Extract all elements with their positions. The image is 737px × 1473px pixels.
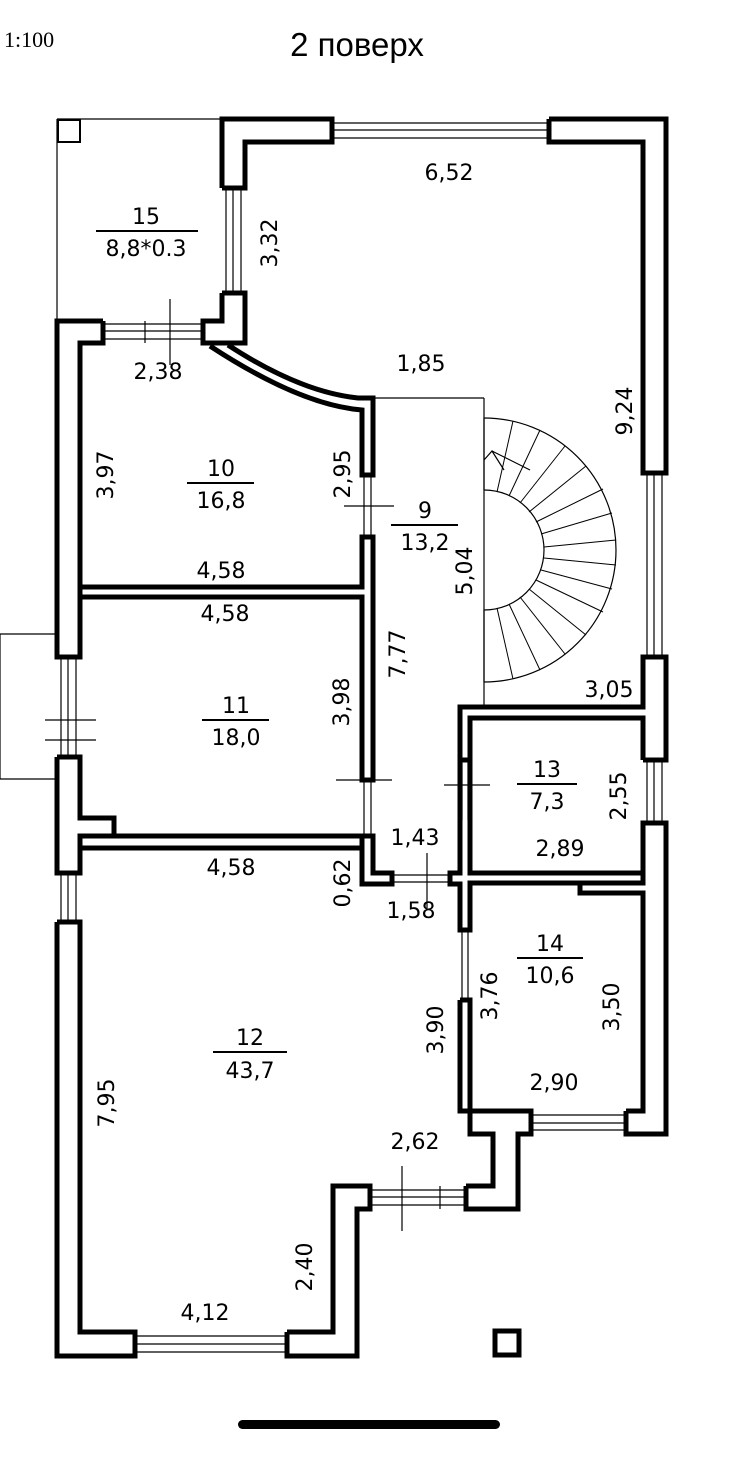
- room-area: 16,8: [197, 489, 246, 514]
- balcony-post: [57, 119, 81, 143]
- room-area: 8,8*0.3: [106, 237, 187, 262]
- room-number: 13: [533, 758, 561, 783]
- dim-room12-height: 7,95: [95, 1079, 120, 1128]
- dim-room14-right: 3,50: [600, 983, 625, 1032]
- dim-room11-right: 3,98: [330, 678, 355, 727]
- dim-room10-right: 2,95: [331, 450, 356, 499]
- dim-room12-low-wall: 2,40: [293, 1243, 318, 1292]
- room-number: 10: [207, 457, 235, 482]
- dim-stair-length: 5,04: [453, 547, 478, 596]
- dim-room12-bottom: 4,12: [181, 1301, 230, 1326]
- room-13-label: 13 7,3: [517, 758, 577, 815]
- dim-room14-left-outer: 3,90: [424, 1006, 449, 1055]
- scale-label: 1:100: [4, 27, 54, 52]
- corner-post: [492, 1328, 522, 1358]
- room-15-label: 15 8,8*0.3: [96, 205, 198, 262]
- dim-corridor-top: 1,85: [397, 352, 446, 377]
- dimension-labels: 6,52 2,38 1,85 4,58 4,58 3,05 1,43 2,89 …: [94, 161, 638, 1326]
- dim-short-wall: 0,62: [331, 859, 356, 908]
- room-10-label: 10 16,8: [187, 457, 254, 514]
- dim-balcony-wall: 3,32: [258, 219, 283, 268]
- dim-right-wall: 9,24: [613, 387, 638, 436]
- dim-room11-top: 4,58: [201, 602, 250, 627]
- dim-door-10: 2,38: [134, 360, 183, 385]
- room-area: 13,2: [401, 531, 450, 556]
- home-indicator[interactable]: [238, 1420, 500, 1429]
- room-area: 7,3: [530, 790, 565, 815]
- dim-passage: 1,43: [391, 826, 440, 851]
- room-area: 10,6: [526, 964, 575, 989]
- room-9-label: 9 13,2: [391, 499, 458, 556]
- room-number: 14: [536, 932, 564, 957]
- dim-room10-height: 3,97: [94, 451, 119, 500]
- page-title: 2 поверх: [290, 26, 424, 63]
- room-11-label: 11 18,0: [202, 694, 269, 751]
- dim-room12-top: 4,58: [207, 856, 256, 881]
- dim-room12-door: 2,62: [391, 1130, 440, 1155]
- staircase: [373, 397, 617, 707]
- dim-room13-width: 2,89: [536, 837, 585, 862]
- exterior-walls: [0, 116, 669, 1359]
- room-number: 15: [132, 205, 160, 230]
- dim-stair-bottom: 3,05: [585, 678, 634, 703]
- room-area: 18,0: [212, 726, 261, 751]
- room-number: 12: [236, 1026, 264, 1051]
- room-12-label: 12 43,7: [213, 1026, 287, 1084]
- room-14-label: 14 10,6: [517, 932, 583, 989]
- dim-room13-height: 2,55: [607, 772, 632, 821]
- dim-room10-bottom: 4,58: [197, 559, 246, 584]
- room-area: 43,7: [226, 1059, 275, 1084]
- dim-top-width: 6,52: [425, 161, 474, 186]
- dim-corridor-height: 7,77: [386, 630, 411, 679]
- room-number: 9: [418, 499, 432, 524]
- room-number: 11: [222, 694, 250, 719]
- dim-room14-width: 2,90: [530, 1071, 579, 1096]
- interior-walls: [80, 342, 646, 1114]
- dim-door-bottom: 1,58: [387, 899, 436, 924]
- dim-room14-left: 3,76: [478, 972, 503, 1021]
